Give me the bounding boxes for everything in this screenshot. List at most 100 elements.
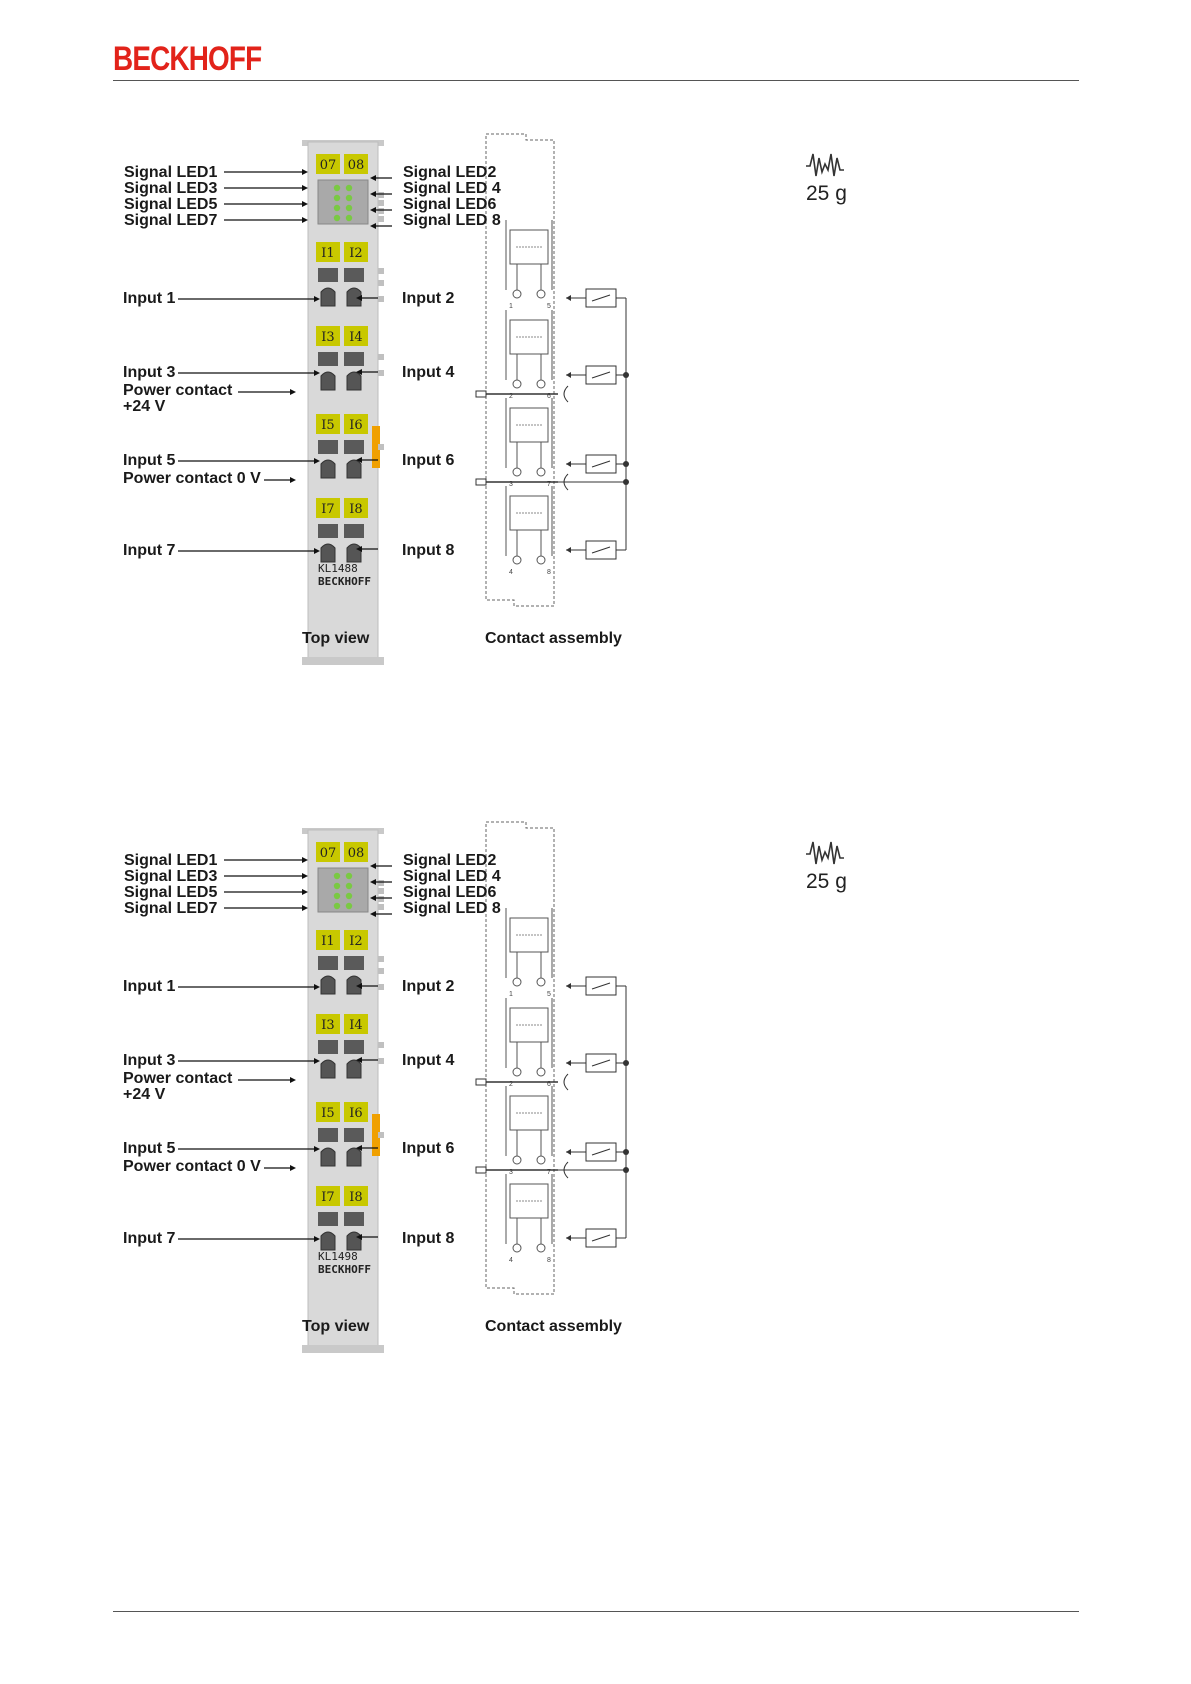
module-bottom-rail [302, 1345, 384, 1353]
right-label: Signal LED 8 [403, 900, 501, 917]
module-label-tab [344, 326, 368, 346]
left-label: Input 7 [123, 542, 176, 559]
signal-led-icon [345, 872, 353, 880]
signal-led-icon [333, 194, 341, 202]
svg-text:2: 2 [509, 393, 513, 400]
tab-label: I8 [349, 502, 362, 517]
terminal-point-icon [512, 379, 522, 389]
left-label: Input 1 [123, 290, 176, 307]
signal-led-icon [345, 902, 353, 910]
tab-label: 07 [320, 846, 337, 861]
power-contact-icon [475, 1078, 487, 1086]
led-window [317, 867, 369, 913]
arrow-icon [290, 1165, 296, 1171]
svg-text:6: 6 [547, 1081, 551, 1088]
module-label-tab [344, 242, 368, 262]
weight-value: 25 g [806, 182, 847, 205]
module-body [307, 141, 379, 663]
signal-led-icon [345, 892, 353, 900]
module-brand-label: BECKHOFF [318, 1263, 371, 1276]
vibration-icon [806, 841, 844, 865]
signal-led-icon [345, 214, 353, 222]
tab-label: 07 [320, 158, 337, 173]
right-label: Signal LED2 [403, 164, 497, 181]
signal-led-icon [345, 204, 353, 212]
left-label: +24 V [123, 1086, 166, 1103]
left-label: Power contact 0 V [123, 1158, 261, 1175]
left-label: Signal LED7 [124, 900, 218, 917]
tab-label: I6 [349, 1106, 362, 1121]
signal-led-icon [333, 882, 341, 890]
tab-label: I3 [321, 330, 334, 345]
module-label-tab [316, 242, 340, 262]
terminal-point-icon [536, 1243, 546, 1253]
svg-text:6: 6 [547, 393, 551, 400]
terminal-point-icon [536, 289, 546, 299]
module-type-label: KL1488 [318, 562, 358, 575]
terminal-contact-icon [320, 287, 336, 307]
terminal-point-icon [512, 555, 522, 565]
arrow-icon [370, 191, 376, 197]
arrow-icon [356, 369, 362, 375]
power-contact-icon [475, 478, 487, 486]
left-label: Power contact [123, 1070, 233, 1087]
spring-release-icon [318, 1212, 338, 1226]
spring-release-icon [318, 268, 338, 282]
left-label: Input 5 [123, 452, 176, 469]
caption-top-view: Top view [302, 1318, 370, 1335]
terminal-point-icon [512, 1243, 522, 1253]
spring-release-icon [344, 1128, 364, 1142]
tab-label: I3 [321, 1018, 334, 1033]
arrow-icon [302, 201, 308, 207]
tab-label: I2 [349, 934, 362, 949]
arrow-icon [314, 1236, 320, 1242]
terminal-point-icon [512, 1155, 522, 1165]
tab-label: 08 [348, 158, 365, 173]
arrow-icon [356, 1234, 362, 1240]
left-label: Signal LED1 [124, 164, 218, 181]
right-label: Input 4 [402, 364, 455, 381]
spring-release-icon [318, 524, 338, 538]
module-label-tab [344, 1014, 368, 1034]
tab-label: I1 [321, 246, 334, 261]
terminal-contact-icon [346, 1231, 362, 1251]
spring-release-icon [318, 956, 338, 970]
arrow-icon [370, 879, 376, 885]
arrow-icon [370, 863, 376, 869]
left-label: Power contact 0 V [123, 470, 261, 487]
spring-release-icon [318, 1040, 338, 1054]
module-label-tab [344, 498, 368, 518]
left-label: +24 V [123, 398, 166, 415]
spring-release-icon [344, 268, 364, 282]
arrow-icon [290, 477, 296, 483]
terminal-point-icon [512, 467, 522, 477]
signal-led-icon [333, 214, 341, 222]
right-label: Input 2 [402, 290, 455, 307]
tab-label: I8 [349, 1190, 362, 1205]
power-contact-indicator [372, 426, 380, 468]
svg-text:3: 3 [509, 1169, 513, 1176]
arrow-icon [302, 185, 308, 191]
left-label: Input 3 [123, 364, 176, 381]
module-brand-label: BECKHOFF [318, 575, 371, 588]
arrow-icon [370, 175, 376, 181]
left-label: Signal LED1 [124, 852, 218, 869]
spring-release-icon [318, 352, 338, 366]
terminal-point-icon [536, 467, 546, 477]
arrow-icon [356, 1057, 362, 1063]
module-label-tab [316, 930, 340, 950]
svg-text:4: 4 [509, 1257, 513, 1264]
arrow-icon [370, 223, 376, 229]
caption-top-view: Top view [302, 630, 370, 647]
arrow-icon [314, 984, 320, 990]
tab-label: I7 [321, 1190, 334, 1205]
module-label-tab [316, 498, 340, 518]
arrow-icon [356, 983, 362, 989]
right-label: Signal LED 8 [403, 212, 501, 229]
signal-led-icon [345, 194, 353, 202]
tab-label: I2 [349, 246, 362, 261]
contact-assembly-outline [485, 821, 555, 1295]
